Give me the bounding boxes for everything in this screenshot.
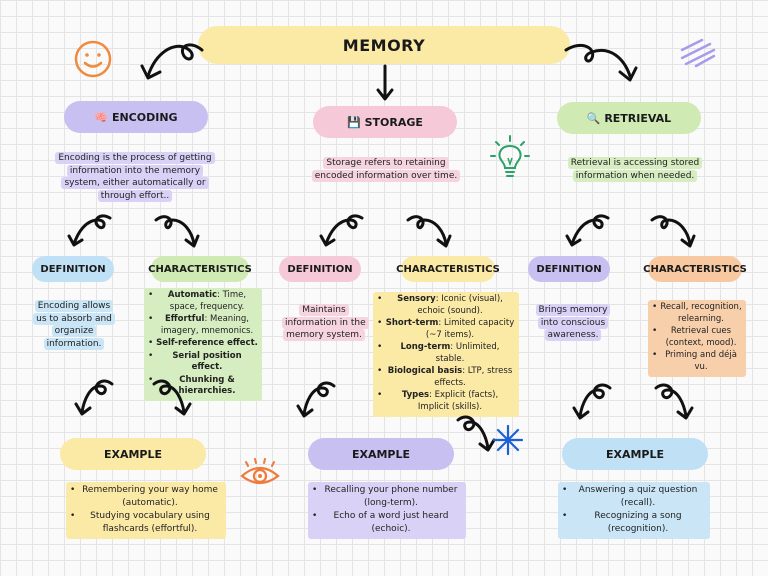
arrow-retrieval-definition xyxy=(565,214,610,247)
memory-title: MEMORY xyxy=(198,26,570,64)
storage-characteristics-list: Sensory: Iconic (visual), echoic (sound)… xyxy=(377,294,515,413)
arrow-storage-definition xyxy=(319,214,364,247)
arrow-retrieval-def-example xyxy=(572,383,612,420)
encoding-examples-list: Remembering your way home (automatic). S… xyxy=(70,484,222,535)
encoding-definition-text: Encoding allows us to absorb and organiz… xyxy=(33,300,115,350)
encoding-characteristics-label: CHARACTERISTICS xyxy=(148,256,252,282)
list-item: Sensory: Iconic (visual), echoic (sound)… xyxy=(377,294,515,317)
list-item: Priming and déjà vu. xyxy=(652,350,742,373)
encoding-definition: Encoding allows us to absorb and organiz… xyxy=(30,300,118,350)
retrieval-definition-label: DEFINITION xyxy=(528,256,610,282)
arrow-retrieval-char-example xyxy=(654,383,694,420)
retrieval-definition-text: Brings memory into conscious awareness. xyxy=(535,304,611,341)
storage-definition: Maintains information in the memory syst… xyxy=(282,304,369,342)
list-item: Serial position effect. xyxy=(148,351,258,374)
list-item: Short-term: Limited capacity (~7 items). xyxy=(377,318,515,341)
scribble-doodle-icon xyxy=(680,38,716,68)
arrow-storage-def-example xyxy=(296,381,336,418)
retrieval-characteristics-list: Recall, recognition, relearning. Retriev… xyxy=(652,302,742,373)
retrieval-example-label: EXAMPLE xyxy=(562,438,708,470)
arrow-storage-char-example xyxy=(456,415,496,452)
encoding-header: 🧠 ENCODING xyxy=(64,101,208,133)
list-item: Answering a quiz question (recall). xyxy=(562,484,706,509)
list-item: Echo of a word just heard (echoic). xyxy=(312,510,462,535)
encoding-definition-label: DEFINITION xyxy=(32,256,114,282)
arrow-retrieval-characteristics xyxy=(650,215,696,248)
arrow-to-storage xyxy=(376,64,394,101)
arrow-encoding-definition xyxy=(67,214,112,247)
list-item: Effortful: Meaning, imagery, mnemonics. xyxy=(148,314,258,337)
storage-characteristics-label: CHARACTERISTICS xyxy=(396,256,500,282)
arrow-encoding-characteristics xyxy=(154,215,200,248)
retrieval-characteristics-box: Recall, recognition, relearning. Retriev… xyxy=(648,300,746,377)
list-item: Remembering your way home (automatic). xyxy=(70,484,222,509)
lightbulb-doodle-icon xyxy=(490,135,530,177)
retrieval-characteristics-label: CHARACTERISTICS xyxy=(643,256,747,282)
storage-intro: Storage refers to retaining encoded info… xyxy=(308,157,464,182)
list-item: Chunking & hierarchies. xyxy=(148,375,258,398)
encoding-characteristics-list: Automatic: Time, space, frequency. Effor… xyxy=(148,290,258,398)
list-item: Types: Explicit (facts), Implicit (skill… xyxy=(377,390,515,413)
retrieval-examples-box: Answering a quiz question (recall). Reco… xyxy=(558,482,710,539)
encoding-intro-text: Encoding is the process of getting infor… xyxy=(55,152,215,202)
retrieval-definition: Brings memory into conscious awareness. xyxy=(528,304,618,342)
list-item: Recalling your phone number (long-term). xyxy=(312,484,462,509)
list-item: Automatic: Time, space, frequency. xyxy=(148,290,258,313)
storage-example-label: EXAMPLE xyxy=(308,438,454,470)
storage-examples-list: Recalling your phone number (long-term).… xyxy=(312,484,462,535)
list-item: Retrieval cues (context, mood). xyxy=(652,326,742,349)
storage-intro-text: Storage refers to retaining encoded info… xyxy=(311,157,461,182)
retrieval-intro-text: Retrieval is accessing stored informatio… xyxy=(567,157,703,182)
storage-definition-text: Maintains information in the memory syst… xyxy=(282,304,369,341)
list-item: Recognizing a song (recognition). xyxy=(562,510,706,535)
list-item: Long-term: Unlimited, stable. xyxy=(377,342,515,365)
list-item: Studying vocabulary using flashcards (ef… xyxy=(70,510,222,535)
eye-doodle-icon xyxy=(240,458,280,485)
storage-characteristics-box: Sensory: Iconic (visual), echoic (sound)… xyxy=(373,292,519,417)
storage-definition-label: DEFINITION xyxy=(279,256,361,282)
retrieval-header: 🔍 RETRIEVAL xyxy=(557,102,701,134)
arrow-storage-characteristics xyxy=(406,215,452,248)
retrieval-intro: Retrieval is accessing stored informatio… xyxy=(562,157,708,182)
list-item: Self-reference effect. xyxy=(148,338,258,350)
list-item: Biological basis: LTP, stress effects. xyxy=(377,366,515,389)
storage-examples-box: Recalling your phone number (long-term).… xyxy=(308,482,466,539)
arrow-to-encoding xyxy=(140,43,204,80)
smiley-doodle-icon xyxy=(74,40,112,78)
encoding-examples-box: Remembering your way home (automatic). S… xyxy=(66,482,226,539)
storage-header: 💾 STORAGE xyxy=(313,106,457,138)
encoding-intro: Encoding is the process of getting infor… xyxy=(52,152,218,202)
list-item: Recall, recognition, relearning. xyxy=(652,302,742,325)
arrow-encoding-def-example xyxy=(74,379,114,416)
star-doodle-icon xyxy=(492,424,524,456)
arrow-to-retrieval xyxy=(564,44,638,82)
arrow-encoding-char-example xyxy=(152,379,192,416)
encoding-example-label: EXAMPLE xyxy=(60,438,206,470)
retrieval-examples-list: Answering a quiz question (recall). Reco… xyxy=(562,484,706,535)
